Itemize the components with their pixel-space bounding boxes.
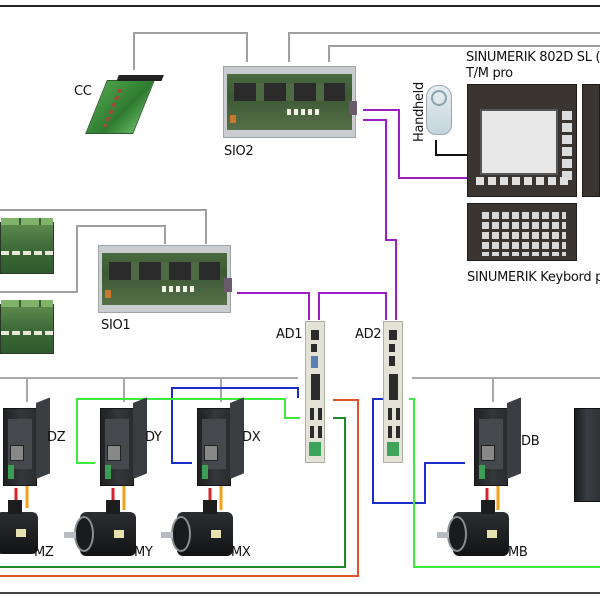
- sinumerik-802d-panel: [467, 84, 577, 197]
- io-terminal-board-lower: [0, 300, 54, 354]
- wire-io-sio1-b: [0, 225, 166, 293]
- label-motor-mb: MB: [508, 545, 528, 560]
- sio1-board: [98, 245, 232, 313]
- wire-blue-ad1-dx: [171, 387, 299, 464]
- wire-sio2-panel-b: [328, 45, 600, 62]
- wire-red-ad1: [0, 399, 359, 577]
- panel-softkeys-horizontal: [476, 177, 570, 185]
- label-drive-dy: DY: [145, 430, 162, 445]
- label-sio1: SIO1: [101, 318, 131, 333]
- ad2-module: [383, 321, 403, 463]
- servo-motor-mz: [0, 500, 38, 554]
- handheld-unit: [426, 85, 452, 135]
- label-motor-my: MY: [134, 545, 153, 560]
- cc-pins: [102, 88, 123, 127]
- servo-motor-my: [64, 500, 136, 556]
- label-ad2: AD2: [355, 327, 382, 342]
- wire-profibus-ad2-sio2: [363, 119, 397, 320]
- label-sio2: SIO2: [224, 144, 254, 159]
- servo-drive-dx: [197, 397, 244, 486]
- label-cc: CC: [74, 84, 92, 99]
- io-terminal-board-upper: [0, 218, 54, 274]
- panel-softkeys-vertical: [562, 111, 572, 181]
- wire-blue-ad2-db: [372, 398, 465, 504]
- sinumerik-side-panel: [582, 84, 600, 197]
- panel-screen: [480, 109, 558, 175]
- handwheel-icon: [431, 90, 447, 106]
- wire-profibus-sio2-panel: [363, 109, 468, 179]
- wire-profibus-ad1-ad2: [318, 292, 387, 320]
- ad1-module: [305, 321, 325, 463]
- wire-handheld: [435, 140, 468, 156]
- label-drive-dz: DZ: [47, 430, 66, 445]
- servo-drive-dy: [100, 397, 147, 486]
- wire-green-ad1-dy: [76, 398, 300, 464]
- label-motor-mz: MZ: [34, 545, 54, 560]
- cc-connector-header: [116, 75, 164, 81]
- label-keyboard: SINUMERIK Keybord p: [467, 270, 600, 285]
- servo-motor-mx: [161, 500, 233, 556]
- wire-darkgreen-ad1: [0, 417, 346, 568]
- label-motor-mx: MX: [231, 545, 251, 560]
- servo-motor-mb: [437, 500, 509, 556]
- power-supply-cabinet: [574, 408, 600, 502]
- wire-cc-sio2: [133, 32, 248, 70]
- label-panel-title-line1: SINUMERIK 802D SL (P: [466, 50, 600, 65]
- wire-profibus-sio1-ad1: [237, 292, 310, 320]
- label-ad1: AD1: [276, 327, 303, 342]
- label-panel-title-line2: T/M pro: [466, 66, 513, 81]
- label-drive-db: DB: [521, 434, 540, 449]
- wire-sio2-panel-a: [288, 32, 600, 62]
- sinumerik-keyboard: [467, 203, 577, 261]
- sio2-board: [223, 66, 357, 138]
- wire-io-sio1-a: [0, 209, 207, 244]
- label-handheld: Handheld: [412, 82, 427, 142]
- servo-drive-dz: [3, 397, 50, 486]
- servo-drive-db: [474, 397, 521, 486]
- label-drive-dx: DX: [242, 430, 261, 445]
- wire-green-ad2: [409, 398, 600, 568]
